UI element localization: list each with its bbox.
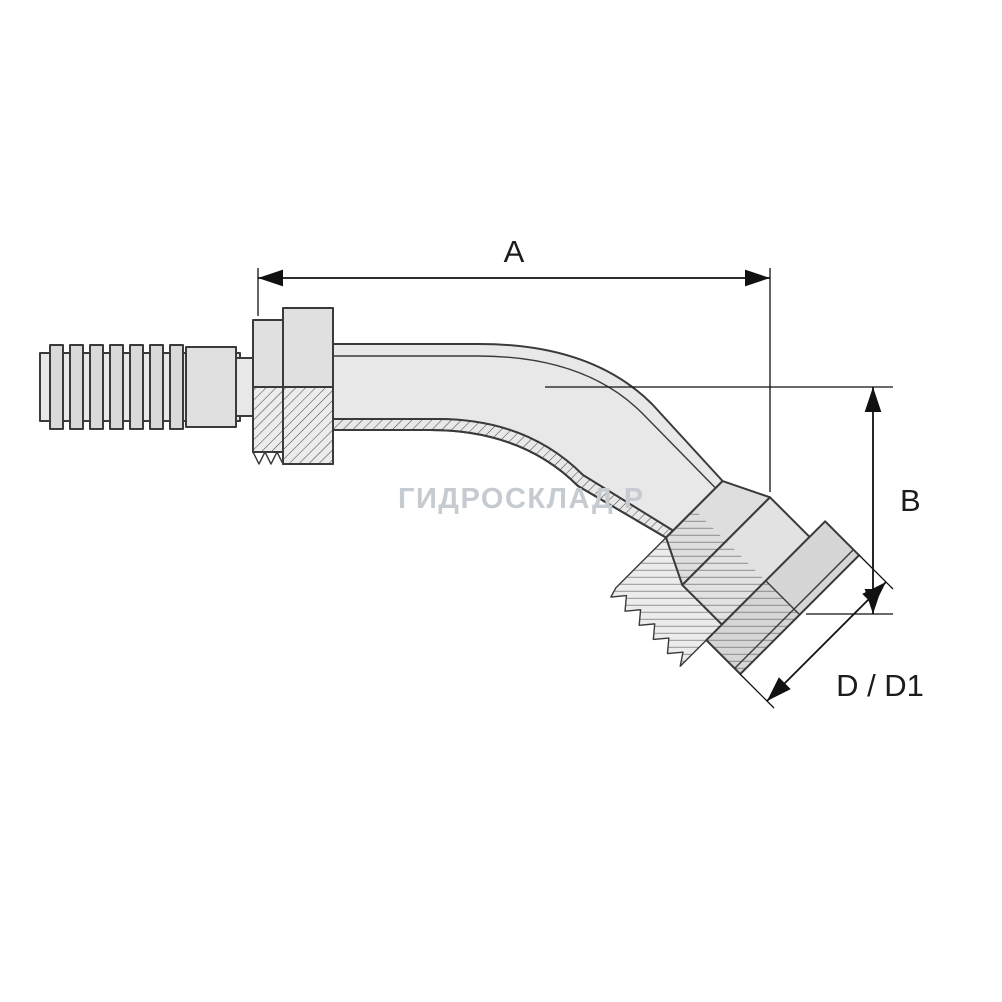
barb-rib — [49, 344, 64, 430]
watermark: ГИДРОСКЛАД Р — [398, 483, 645, 515]
collar-serration — [252, 451, 284, 465]
dim-d-extension-bottom — [739, 673, 775, 709]
dim-b-label: B — [900, 483, 921, 518]
fitting-body — [39, 307, 861, 676]
dim-d-extension-top — [858, 554, 894, 590]
barb-rib — [149, 344, 164, 430]
dimension-a: A — [257, 234, 771, 492]
barb-rib — [109, 344, 124, 430]
collar — [252, 307, 334, 465]
shank-groove — [235, 357, 254, 417]
barb-rib — [89, 344, 104, 430]
barb-rib — [129, 344, 144, 430]
dim-d-label: D / D1 — [836, 668, 924, 703]
tube-bend — [331, 343, 724, 539]
dimension-d: D / D1 — [739, 554, 924, 709]
dim-a-label: A — [504, 234, 525, 269]
barb-rib — [169, 344, 184, 430]
hose-shank — [39, 344, 254, 430]
barb-rib — [69, 344, 84, 430]
dim-d-line — [766, 581, 887, 702]
